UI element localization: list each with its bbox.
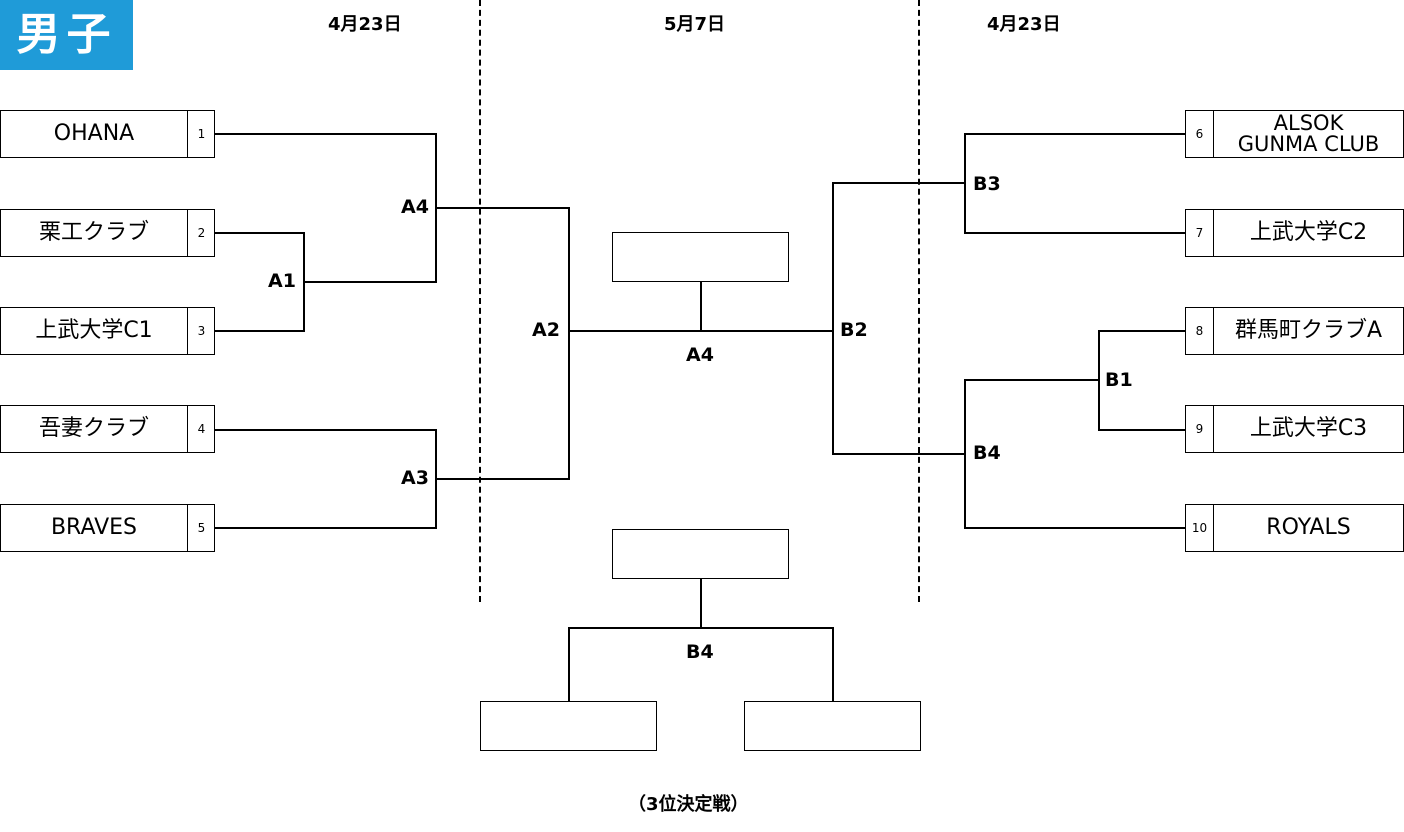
bracket-line [964, 232, 1185, 234]
third-place-slot-left [480, 701, 657, 751]
team-slot-8: 8 群馬町クラブA [1185, 307, 1404, 355]
date-right: 4月23日 [987, 14, 1061, 35]
seed-number: 10 [1186, 505, 1214, 551]
team-slot-10: 10 ROYALS [1185, 504, 1404, 552]
team-name-line2: GUNMA CLUB [1237, 132, 1380, 156]
team-slot-9: 9 上武大学C3 [1185, 405, 1404, 453]
team-name: ROYALS [1266, 515, 1351, 540]
team-name-line1: ALSOK [1273, 111, 1344, 135]
bracket-line [568, 207, 570, 480]
seed-number: 1 [187, 111, 215, 157]
bracket-line [215, 527, 436, 529]
team-name: 上武大学C2 [1249, 220, 1368, 245]
team-name: 上武大学C3 [1249, 416, 1368, 441]
third-place-slot-right [744, 701, 921, 751]
team-slot-4: 吾妻クラブ 4 [0, 405, 215, 453]
bracket-line [700, 282, 702, 331]
match-label-final: A4 [686, 344, 714, 366]
bracket-line [215, 232, 304, 234]
seed-number: 3 [187, 308, 215, 354]
bracket-line [700, 579, 702, 628]
seed-number: 9 [1186, 406, 1214, 452]
bracket-line [215, 330, 304, 332]
team-name: BRAVES [50, 515, 138, 540]
bracket-line [964, 527, 1185, 529]
team-slot-5: BRAVES 5 [0, 504, 215, 552]
bracket-line [832, 182, 965, 184]
date-center: 5月7日 [664, 14, 726, 35]
bracket-line [435, 207, 569, 209]
bracket-line [832, 182, 834, 455]
team-name: 栗工クラブ [38, 220, 149, 245]
bracket-line [303, 281, 436, 283]
bracket-line [964, 133, 1185, 135]
seed-number: 5 [187, 505, 215, 551]
team-name: 群馬町クラブA [1234, 318, 1383, 343]
seed-number: 7 [1186, 210, 1214, 256]
bracket-line [435, 478, 569, 480]
match-label-b3: B3 [973, 173, 1001, 195]
bracket-line [568, 627, 570, 702]
team-slot-6: 6 ALSOK GUNMA CLUB [1185, 110, 1404, 158]
match-label-a1: A1 [268, 270, 296, 292]
team-name: 吾妻クラブ [38, 416, 149, 441]
match-label-b4-right: B4 [973, 442, 1001, 464]
bracket-line [568, 627, 833, 629]
match-label-b1: B1 [1105, 369, 1133, 391]
team-slot-3: 上武大学C1 3 [0, 307, 215, 355]
team-slot-1: OHANA 1 [0, 110, 215, 158]
seed-number: 8 [1186, 308, 1214, 354]
bracket-line [1098, 429, 1185, 431]
bracket-line [832, 453, 965, 455]
seed-number: 4 [187, 406, 215, 452]
match-label-b2: B2 [840, 319, 868, 341]
third-place-caption: （3位決定戦） [628, 794, 749, 815]
team-slot-7: 7 上武大学C2 [1185, 209, 1404, 257]
match-label-third-place: B4 [686, 641, 714, 663]
team-name: ALSOK GUNMA CLUB [1214, 111, 1403, 157]
champion-box [612, 232, 789, 282]
match-label-a3: A3 [401, 467, 429, 489]
seed-number: 6 [1186, 111, 1214, 157]
category-badge: 男子 [0, 0, 133, 70]
bracket-line [215, 133, 436, 135]
date-left: 4月23日 [328, 14, 402, 35]
bracket-line [964, 379, 1099, 381]
bracket-line [832, 627, 834, 702]
divider-left [479, 0, 481, 602]
third-place-winner-box [612, 529, 789, 579]
team-slot-2: 栗工クラブ 2 [0, 209, 215, 257]
team-name: OHANA [53, 121, 135, 146]
divider-right [918, 0, 920, 602]
team-name: 上武大学C1 [35, 318, 153, 343]
match-label-a4-left: A4 [401, 196, 429, 218]
bracket-line [215, 429, 436, 431]
match-label-a2: A2 [532, 319, 560, 341]
seed-number: 2 [187, 210, 215, 256]
bracket-line [1098, 330, 1185, 332]
